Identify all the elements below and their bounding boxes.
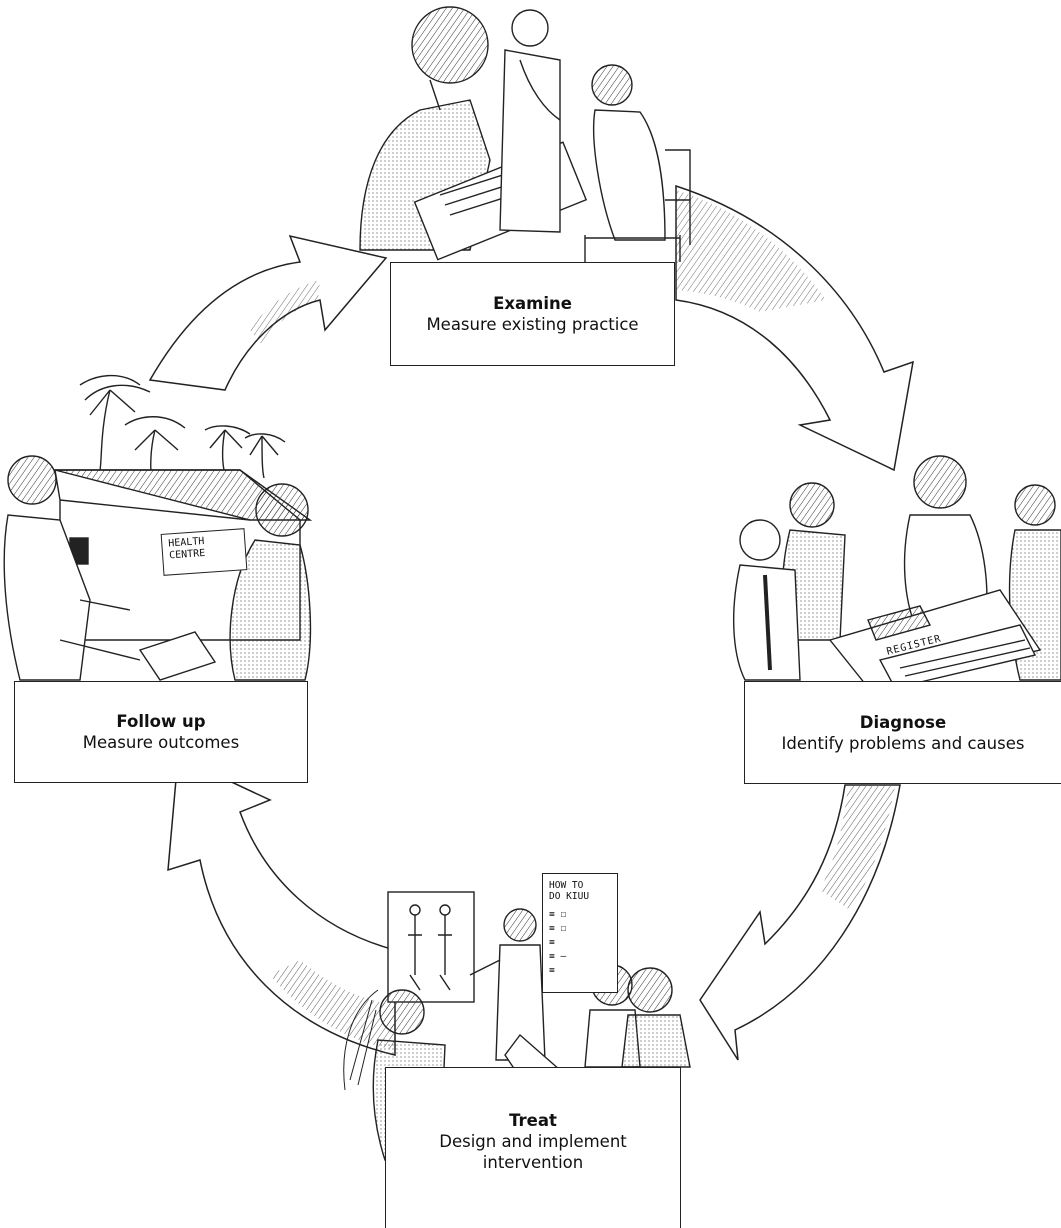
arrow-followup-to-examine	[148, 234, 388, 391]
stage-followup: Follow up Measure outcomes	[14, 681, 308, 783]
illustration-diagnose	[732, 455, 1061, 691]
stage-examine-desc: Measure existing practice	[426, 315, 639, 334]
stage-treat: Treat Design and implement intervention	[385, 1067, 681, 1228]
stage-diagnose-title: Diagnose	[859, 712, 947, 732]
arrow-examine-to-diagnose	[675, 184, 914, 472]
stage-followup-title: Follow up	[116, 712, 206, 731]
poster-checklist: ≡ ☐≡ ☐≡≡ —≡	[549, 909, 567, 976]
stage-followup-desc: Measure outcomes	[82, 733, 240, 752]
stage-treat-desc-line-1: Design and implement	[439, 1132, 627, 1151]
stage-examine-title: Examine	[493, 294, 572, 313]
illustration-followup	[3, 374, 313, 681]
stage-treat-desc-line-2: intervention	[482, 1153, 584, 1172]
arrow-treat-to-followup	[167, 755, 396, 1056]
how-to-poster: HOW TO DO KIUU ≡ ☐≡ ☐≡≡ —≡	[542, 873, 618, 993]
stage-examine: Examine Measure existing practice	[390, 262, 675, 366]
poster-line-1: HOW TO	[549, 880, 584, 891]
poster-line-2: DO KIUU	[549, 891, 590, 902]
health-centre-sign: HEALTH CENTRE	[160, 528, 248, 576]
stage-diagnose: Diagnose Identify problems and causes	[744, 681, 1061, 784]
illustration-examine	[359, 6, 691, 262]
stage-treat-title: Treat	[509, 1111, 557, 1130]
stage-diagnose-desc: Identify problems and causes	[781, 733, 1025, 753]
arrow-diagnose-to-treat	[699, 784, 901, 1061]
